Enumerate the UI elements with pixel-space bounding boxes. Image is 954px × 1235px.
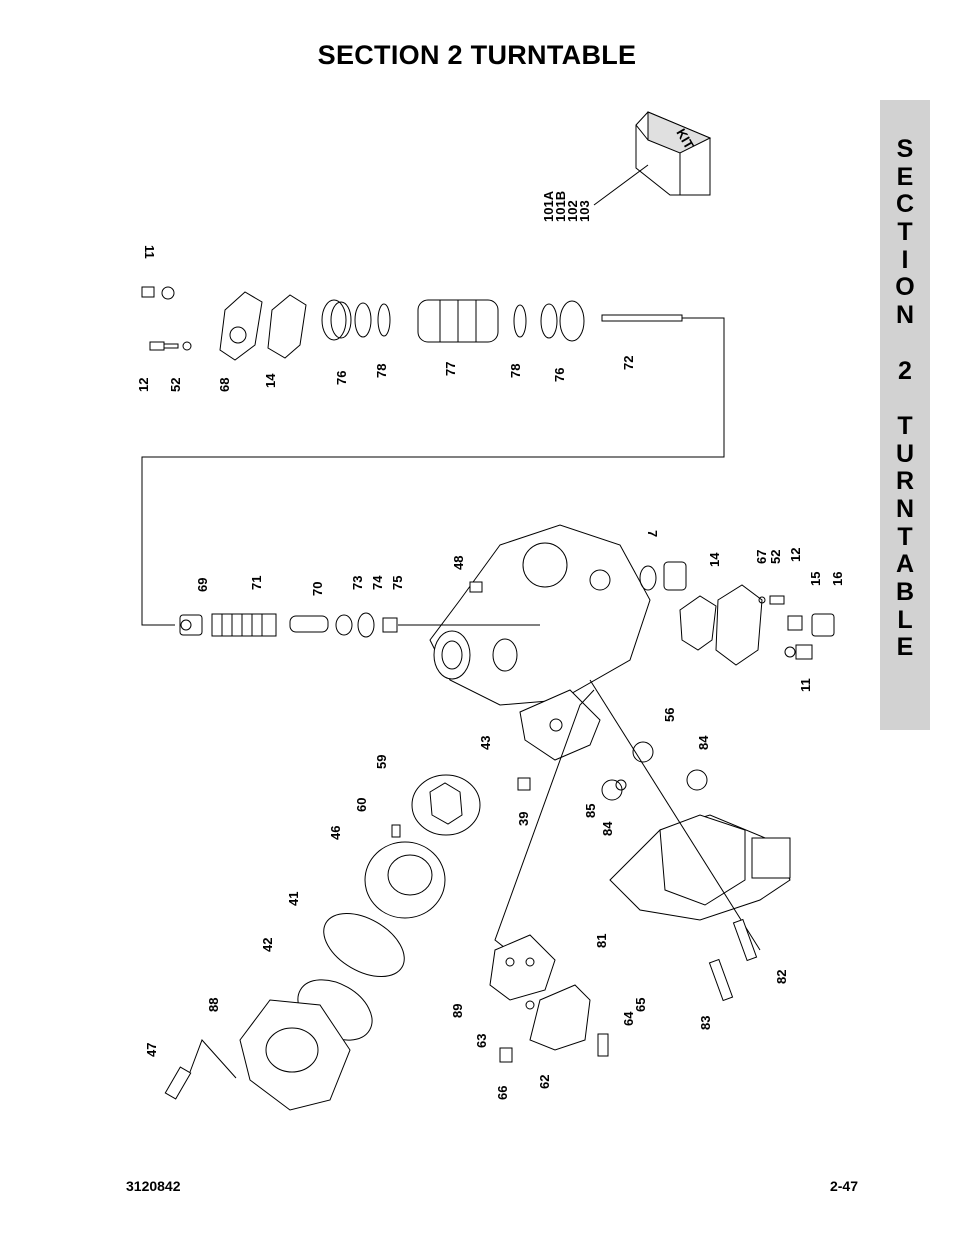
page-number: 2-47	[829, 1178, 858, 1194]
callout-84b: 84	[600, 821, 615, 836]
side-tab-letter: N	[895, 301, 915, 330]
right-middle-parts	[639, 561, 835, 666]
side-tab-letter: E	[896, 633, 914, 662]
callout-52: 52	[168, 378, 183, 392]
callout-76b: 76	[552, 368, 567, 382]
side-tab-letter: T	[897, 411, 913, 440]
callout-70: 70	[310, 582, 325, 596]
callout-11: 11	[142, 245, 157, 259]
side-tab-letter: U	[895, 439, 915, 468]
callout-63: 63	[474, 1034, 489, 1048]
callout-12b: 12	[788, 548, 803, 562]
side-tab-letter: A	[895, 550, 915, 579]
callout-77: 77	[443, 362, 458, 376]
callout-74: 74	[370, 575, 385, 590]
side-tab-letter: S	[896, 135, 914, 163]
callout-labels: 101A 101B 102 103 11 12 52 68 14 76 78 7…	[136, 190, 845, 1100]
callout-43: 43	[478, 736, 493, 750]
leader-line	[593, 164, 649, 206]
callout-82: 82	[774, 970, 789, 984]
callout-52b: 52	[768, 550, 783, 564]
callout-66: 66	[495, 1086, 510, 1100]
callout-59: 59	[374, 755, 389, 769]
top-row-parts	[141, 286, 725, 626]
callout-103: 103	[577, 200, 592, 222]
side-tab-letter: E	[896, 162, 914, 191]
lower-middle-parts	[489, 689, 609, 1063]
left-middle-parts	[179, 612, 398, 638]
side-tab-letter: N	[895, 494, 915, 523]
side-tab-letter: T	[897, 218, 913, 247]
callout-65: 65	[633, 998, 648, 1012]
motor-assembly-illustration	[589, 679, 791, 1002]
callout-64: 64	[621, 1011, 636, 1026]
callout-48: 48	[451, 556, 466, 570]
lower-left-parts	[164, 774, 481, 1111]
kit-box-illustration: KIT	[635, 111, 712, 196]
callout-75: 75	[390, 576, 405, 590]
side-tab-letter: I	[901, 245, 909, 274]
side-tab-letters: S E C T I O N 2 T U R N T A B L E	[880, 135, 930, 662]
callout-101b: 101B	[553, 191, 568, 222]
section-side-tab: S E C T I O N 2 T U R N T A B L E	[880, 100, 930, 730]
callout-60: 60	[354, 798, 369, 812]
side-tab-letter: R	[895, 467, 915, 496]
callout-76: 76	[334, 371, 349, 385]
callout-78: 78	[374, 364, 389, 378]
callout-62: 62	[537, 1075, 552, 1089]
side-tab-letter: O	[895, 273, 915, 302]
callout-14: 14	[263, 373, 278, 388]
callout-73: 73	[350, 576, 365, 590]
side-tab-letter: C	[895, 190, 915, 219]
callout-39: 39	[516, 812, 531, 826]
callout-68: 68	[217, 378, 232, 392]
callout-11b: 11	[798, 678, 813, 692]
callout-84: 84	[696, 735, 711, 750]
callout-89: 89	[450, 1004, 465, 1018]
main-housing-illustration	[398, 524, 651, 761]
callout-67: 67	[754, 550, 769, 564]
callout-69: 69	[195, 578, 210, 592]
callout-88: 88	[206, 998, 221, 1012]
callout-85: 85	[583, 804, 598, 818]
callout-16: 16	[830, 572, 845, 586]
side-tab-letter: B	[895, 578, 915, 606]
callout-12: 12	[136, 378, 151, 392]
callout-46: 46	[328, 826, 343, 840]
callout-72: 72	[621, 356, 636, 370]
callout-41: 41	[286, 892, 301, 906]
callout-81: 81	[594, 934, 609, 948]
callout-78b: 78	[508, 364, 523, 378]
callout-83: 83	[698, 1016, 713, 1030]
callout-56: 56	[662, 708, 677, 722]
callout-42: 42	[260, 938, 275, 952]
callout-47: 47	[144, 1043, 159, 1057]
page-title: SECTION 2 TURNTABLE	[317, 40, 637, 70]
document-number: 3120842	[126, 1178, 181, 1194]
callout-102: 102	[565, 200, 580, 222]
callout-101a: 101A	[541, 190, 556, 222]
callout-14b: 14	[707, 552, 722, 567]
side-tab-letter: T	[897, 522, 913, 551]
callout-15: 15	[808, 572, 823, 586]
callout-71: 71	[249, 576, 264, 590]
side-tab-letter: 2	[898, 356, 912, 385]
callout-7: 7	[645, 530, 660, 537]
side-tab-letter: L	[897, 605, 913, 634]
